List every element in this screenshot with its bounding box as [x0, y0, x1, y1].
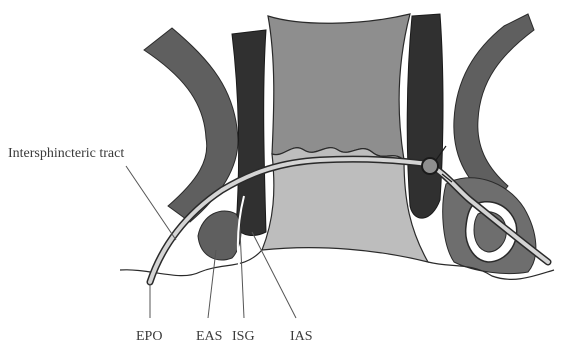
- leader-eas: [208, 250, 216, 318]
- internal-opening-marker: [422, 158, 438, 174]
- label-eas: EAS: [196, 329, 222, 344]
- label-epo: EPO: [136, 329, 162, 344]
- leader-isg: [240, 230, 244, 318]
- left-eas-block: [198, 211, 241, 260]
- label-ias: IAS: [290, 329, 313, 344]
- leader-intersphincteric: [126, 166, 176, 240]
- right-internal-sphincter: [407, 14, 443, 218]
- rectal-lumen: [268, 14, 410, 160]
- right-external-sphincter-upper: [454, 14, 534, 204]
- label-isg: ISG: [232, 329, 255, 344]
- label-intersphincteric-tract: Intersphincteric tract: [8, 146, 124, 161]
